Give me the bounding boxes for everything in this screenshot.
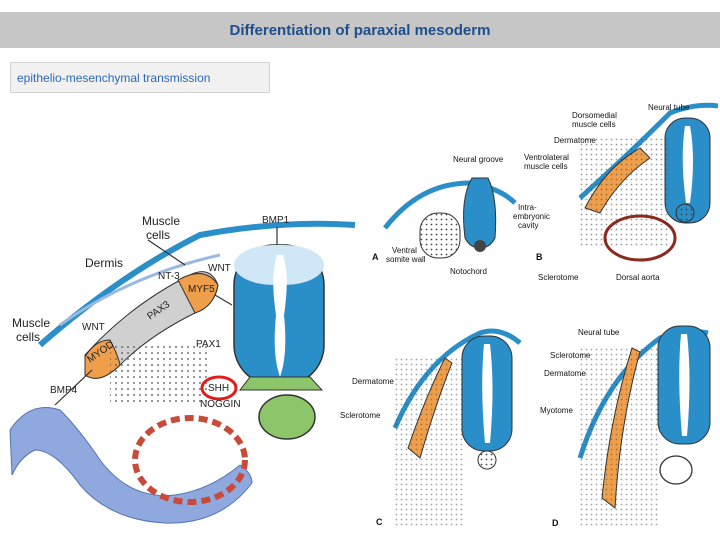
- b-label-intraembryonic-2: embryonic: [513, 212, 550, 221]
- d-letter: D: [552, 518, 559, 528]
- c-label-dermatome: Dermatome: [352, 377, 394, 386]
- page-title: Differentiation of paraxial mesoderm: [229, 21, 491, 39]
- label-noggin: NOGGIN: [200, 399, 241, 410]
- c-letter: C: [376, 517, 383, 527]
- label-nt3: NT-3: [158, 271, 180, 282]
- label-shh: SHH: [208, 383, 229, 394]
- a-label-neural-groove: Neural groove: [453, 155, 504, 164]
- label-bmp1: BMP1: [262, 215, 290, 226]
- b-label-neural-tube: Neural tube: [648, 103, 690, 112]
- subtitle-text: epithelio-mesenchymal transmission: [17, 70, 211, 85]
- b-label-dermatome: Dermatome: [554, 136, 596, 145]
- label-muscle-cells-top-1: Muscle: [142, 214, 180, 228]
- a-label-ventral-somite-1: Ventral: [392, 246, 417, 255]
- b-label-ventrolateral-2: muscle cells: [524, 162, 568, 171]
- body-wall: [9, 407, 253, 524]
- b-label-dorsal-aorta: Dorsal aorta: [616, 273, 660, 282]
- dorsal-aorta: [132, 415, 248, 505]
- right-diagrams: Neural groove Ventral somite wall Notoch…: [340, 102, 719, 528]
- label-muscle-cells-left-1: Muscle: [12, 316, 50, 330]
- dermis-sheet: [59, 253, 221, 327]
- label-pax1: PAX1: [196, 339, 221, 350]
- a-label-ventral-somite-2: somite wall: [386, 255, 426, 264]
- label-bmp4: BMP4: [50, 385, 78, 396]
- b-label-dorsomedial-2: muscle cells: [572, 120, 616, 129]
- label-wnt-top: WNT: [208, 263, 231, 274]
- label-muscle-cells-left-2: cells: [16, 330, 40, 344]
- d-label-dermatome: Dermatome: [544, 369, 586, 378]
- d-label-sclerotome: Sclerotome: [550, 351, 591, 360]
- label-myf5: MYF5: [188, 284, 215, 295]
- left-diagram: Muscle cells Dermis Muscle cells BMP4 BM…: [9, 214, 356, 524]
- a-label-notochord: Notochord: [450, 267, 487, 276]
- b-label-intraembryonic-1: Intra-: [518, 203, 537, 212]
- d-label-neural-tube: Neural tube: [578, 328, 620, 337]
- c-label-sclerotome: Sclerotome: [340, 411, 381, 420]
- b-letter: B: [536, 252, 543, 262]
- label-dermis: Dermis: [85, 256, 123, 270]
- b-label-dorsomedial-1: Dorsomedial: [572, 111, 617, 120]
- floor-plate: [238, 376, 324, 391]
- title-bar: Differentiation of paraxial mesoderm: [0, 12, 720, 48]
- b-label-intraembryonic-3: cavity: [518, 221, 538, 230]
- b-label-sclerotome: Sclerotome: [538, 273, 579, 282]
- subtitle-box: epithelio-mesenchymal transmission: [10, 62, 270, 93]
- label-muscle-cells-top-2: cells: [146, 228, 170, 242]
- b-label-ventrolateral-1: Ventrolateral: [524, 153, 569, 162]
- d-label-myotome: Myotome: [540, 406, 573, 415]
- notochord-shape: [258, 394, 316, 440]
- sclerotome-cells: [110, 345, 210, 405]
- shh-highlight-ring: [200, 375, 238, 401]
- label-wnt-left: WNT: [82, 322, 105, 333]
- a-letter: A: [372, 252, 379, 262]
